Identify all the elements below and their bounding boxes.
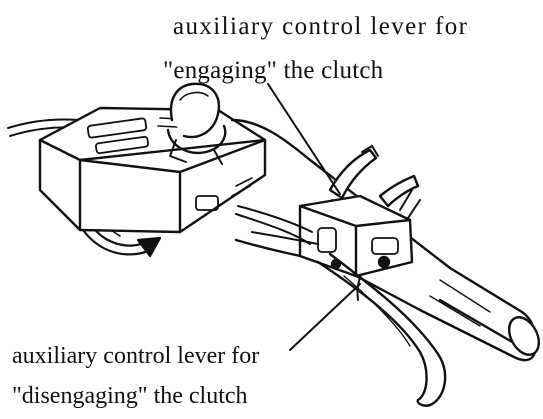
leader-line-engaging (268, 84, 340, 194)
disengaging-lever-label-line2: "disengaging" the clutch (12, 384, 248, 408)
disengaging-lever-label-line1: auxiliary control lever for (12, 344, 259, 368)
grip (420, 268, 543, 360)
switch-housing (40, 108, 265, 232)
lever-perch (300, 196, 412, 276)
leader-line-disengaging (290, 284, 360, 350)
main-lever-blade (318, 254, 445, 406)
engaging-lever-label-line1: auxiliary control lever for (173, 14, 468, 39)
engaging-lever-label-line2: "engaging" the clutch (163, 58, 383, 83)
